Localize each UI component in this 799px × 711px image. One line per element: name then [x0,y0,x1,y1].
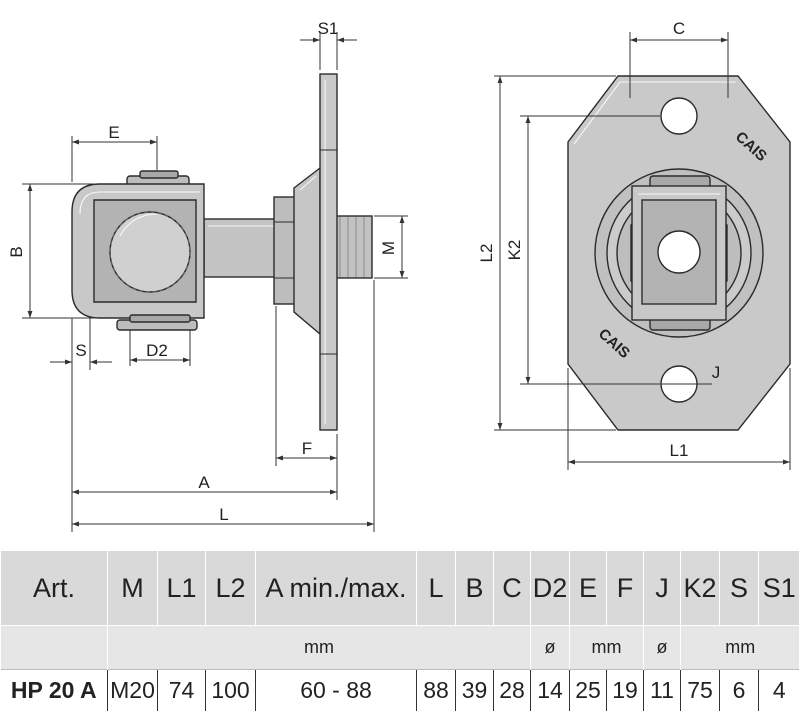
hex-nut [274,197,296,304]
col-header: Art. [1,551,108,626]
col-header: A min./max. [256,551,417,626]
cell-c: 28 [494,670,531,711]
cell-s: 6 [720,670,759,711]
label-a: A [198,473,210,492]
label-l: L [219,505,228,524]
cell-l1: 74 [158,670,206,711]
table-row: HP 20 A M20 74 100 60 - 88 88 39 28 14 2… [1,670,799,711]
col-header: L1 [158,551,206,626]
col-header: M [108,551,158,626]
units-mm: mm [681,626,799,670]
units-blank [1,626,108,670]
technical-drawing: CAIS CAIS S1 E B M S D2 F A L C L2 [0,0,799,551]
cell-m: M20 [108,670,158,711]
label-b: B [7,246,26,257]
units-diameter: ø [531,626,570,670]
col-header: L [417,551,456,626]
cell-e: 25 [570,670,607,711]
col-header: K2 [681,551,720,626]
col-header: C [494,551,531,626]
cell-s1: 4 [759,670,799,711]
label-k2: K2 [505,240,524,261]
label-d2: D2 [146,341,168,360]
spec-table-header-row: Art. M L1 L2 A min./max. L B C D2 E F J … [1,551,799,626]
front-pin-hole [658,231,700,273]
spec-table: Art. M L1 L2 A min./max. L B C D2 E F J … [0,551,799,711]
col-header: S1 [759,551,799,626]
base-plate [320,74,337,430]
col-header: S [720,551,759,626]
cone-washer [294,168,320,334]
cell-j: 11 [644,670,681,711]
label-e: E [108,123,119,142]
label-j: J [712,363,721,382]
label-f: F [302,439,312,458]
units-mm: mm [570,626,644,670]
label-l1: L1 [670,441,689,460]
col-header: D2 [531,551,570,626]
threaded-stud [332,216,372,278]
col-header: L2 [206,551,256,626]
col-header: E [570,551,607,626]
cell-a-range: 60 - 88 [256,670,417,711]
top-mounting-hole [661,98,697,134]
spec-table-units-row: mm ø mm ø mm [1,626,799,670]
label-s: S [75,341,86,360]
col-header: F [607,551,644,626]
units-diameter: ø [644,626,681,670]
units-mm: mm [108,626,531,670]
label-c: C [673,19,685,38]
col-header: J [644,551,681,626]
hinge-shaft [204,219,280,277]
label-l2: L2 [477,244,496,263]
cell-l2: 100 [206,670,256,711]
label-m: M [379,241,398,255]
cell-b: 39 [456,670,494,711]
cell-l: 88 [417,670,456,711]
cell-k2: 75 [681,670,720,711]
hinge-front-view: CAIS CAIS [568,76,790,430]
cell-d2: 14 [531,670,570,711]
label-s1: S1 [318,19,339,38]
cell-f: 19 [607,670,644,711]
cell-article: HP 20 A [1,670,108,711]
col-header: B [456,551,494,626]
